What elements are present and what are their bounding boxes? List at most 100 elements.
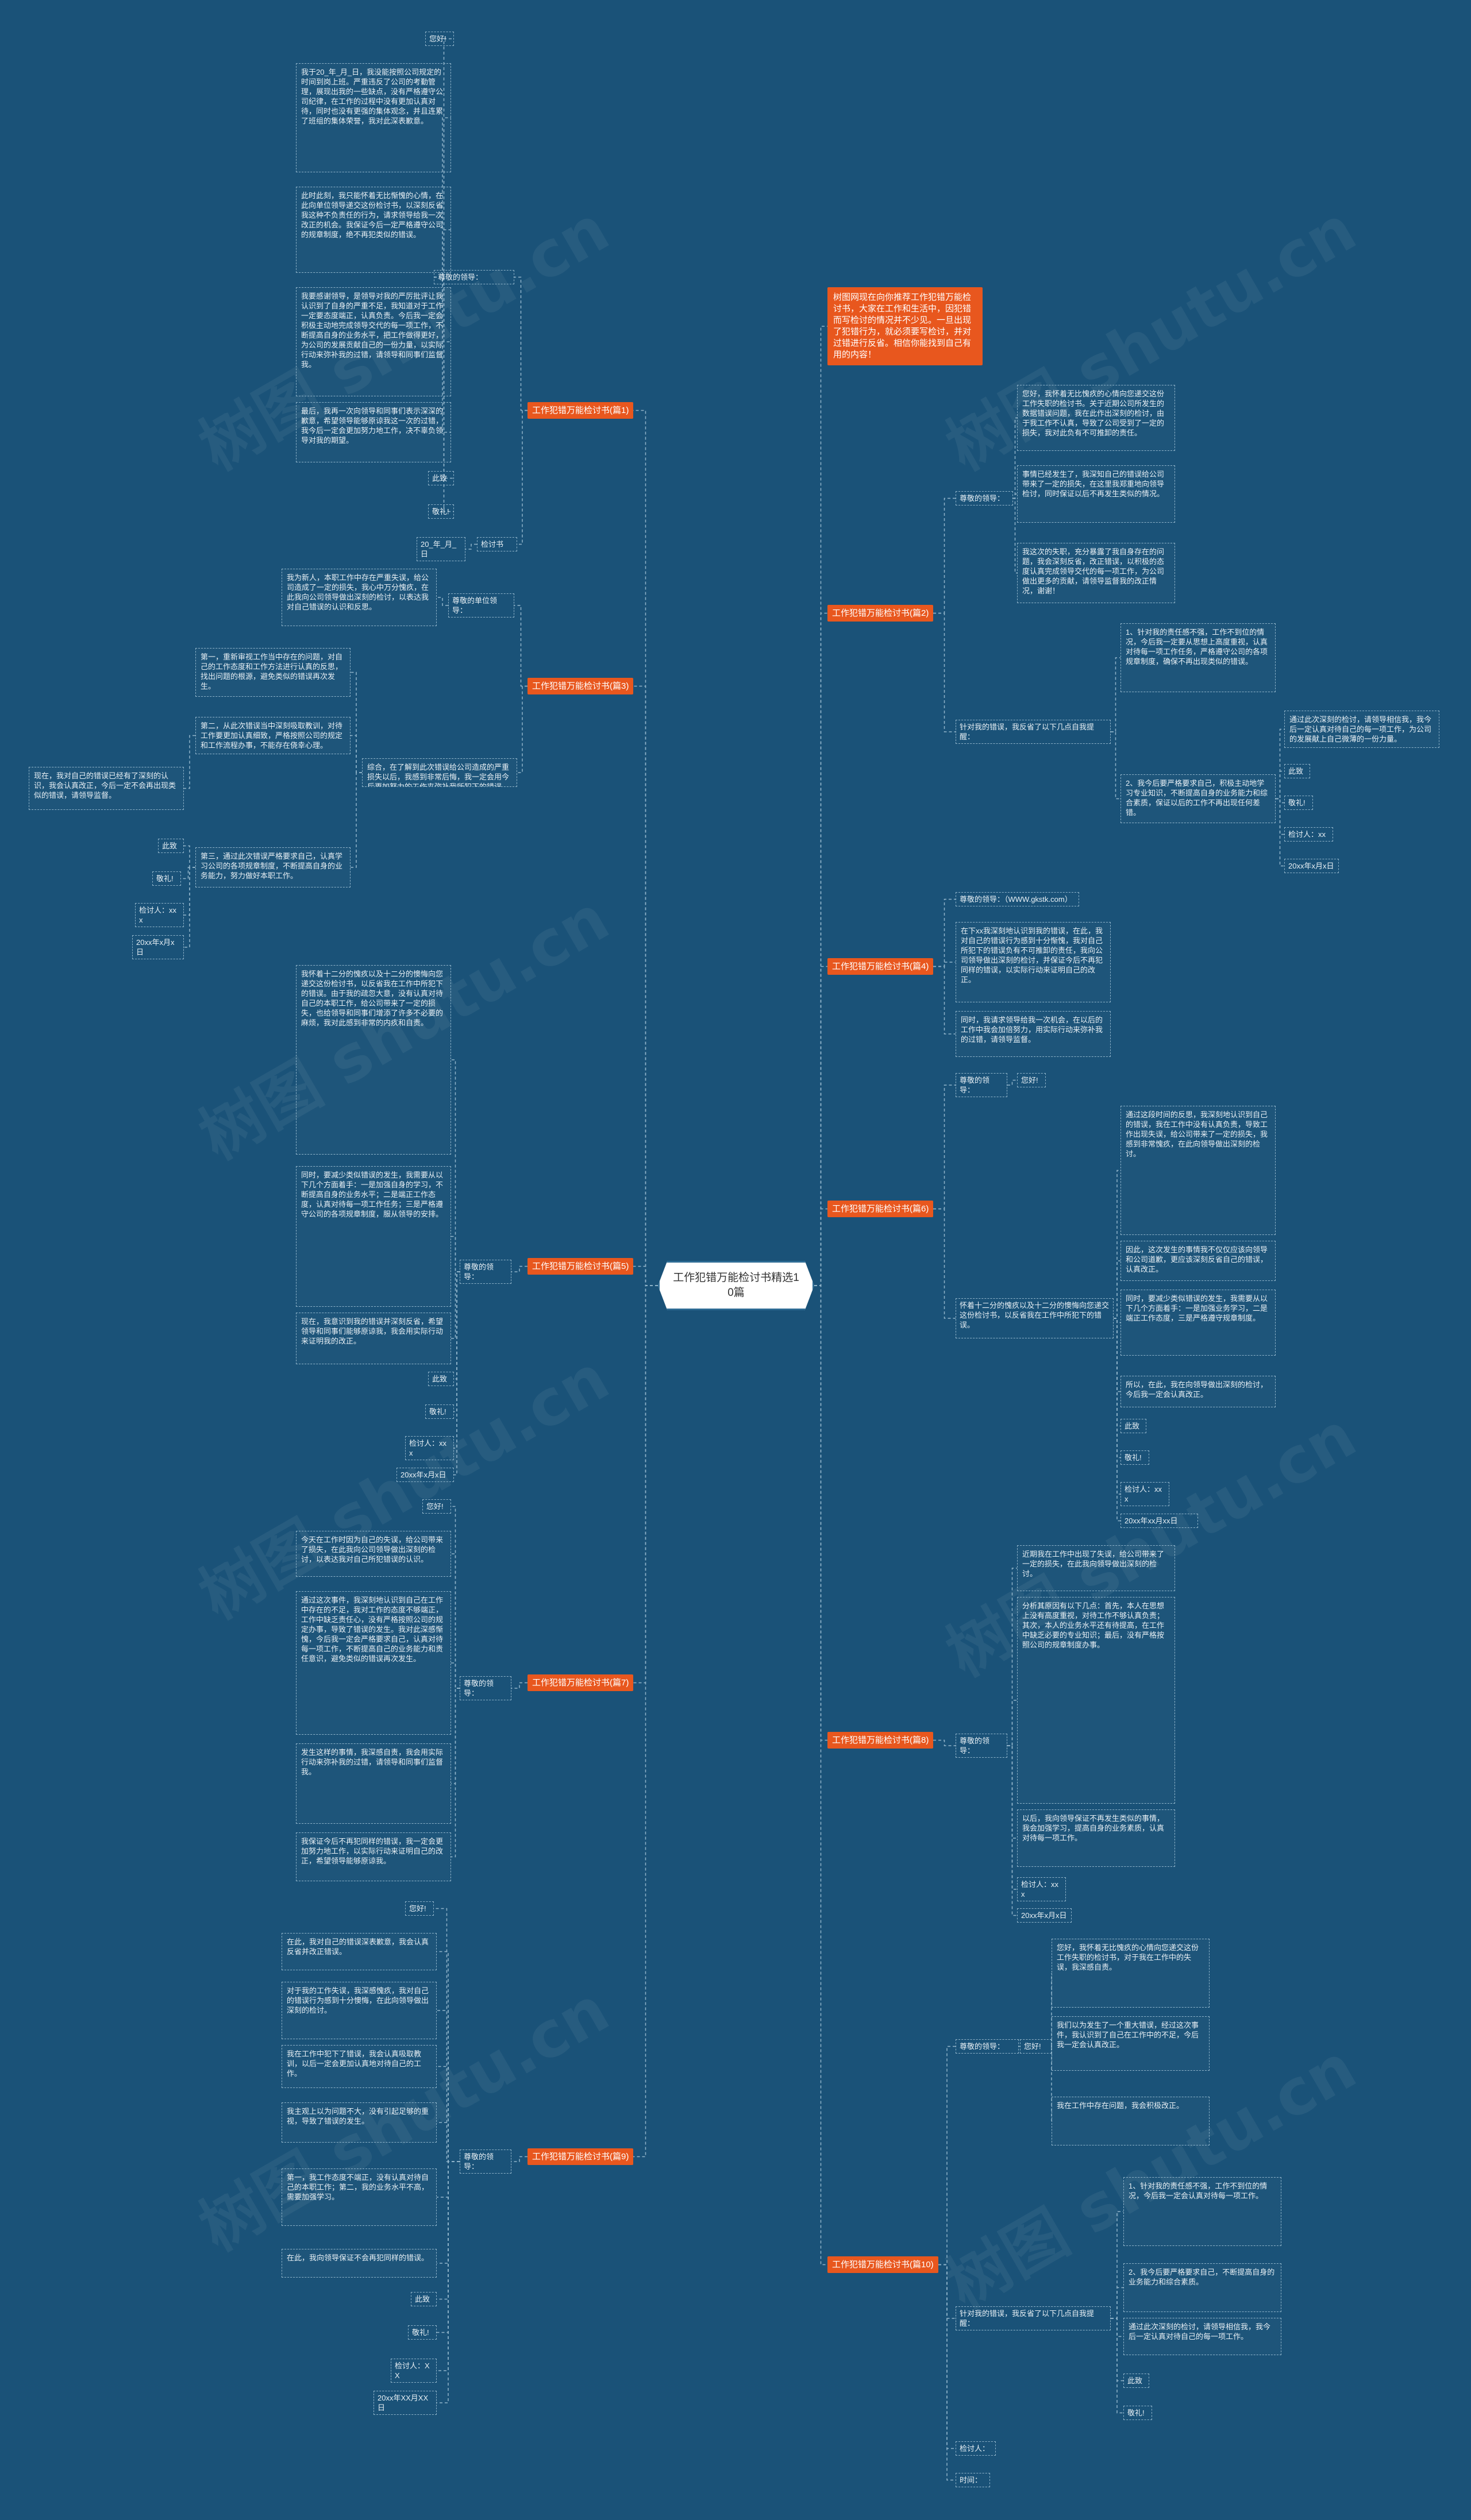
date[interactable]: 20xx年XX月XX日 <box>373 2391 437 2415</box>
label-dear-leader[interactable]: 尊敬的领导： <box>956 491 1013 505</box>
paragraph[interactable]: 第一，我工作态度不端正，没有认真对待自己的本职工作；第二，我的业务水平不高，需要… <box>282 2168 437 2226</box>
closing-sign[interactable]: 此致 <box>428 1372 454 1386</box>
intro-note[interactable]: 树图网现在向你推荐工作犯错万能检讨书，大家在工作和生活中，因犯错而写检讨的情况并… <box>827 287 983 365</box>
paragraph[interactable]: 我们以为发生了一个重大错误，经过这次事件，我认识到了自己在工作中的不足，今后我一… <box>1052 2016 1210 2071</box>
paragraph[interactable]: 发生这样的事情，我深感自责，我会用实际行动来弥补我的过错，请领导和同事们监督我。 <box>296 1743 451 1824</box>
greeting[interactable]: 您好! <box>425 32 454 46</box>
paragraph[interactable]: 通过这段时间的反思，我深刻地认识到自己的错误，我在工作中没有认真负责，导致工作出… <box>1120 1106 1276 1235</box>
paragraph[interactable]: 1、针对我的责任感不强，工作不到位的情况，今后我一定要从思想上高度重视，认真对待… <box>1120 623 1276 692</box>
greeting[interactable]: 您好! <box>405 1901 434 1916</box>
paragraph[interactable]: 综合，在了解到此次错误给公司造成的严重损失以后，我感到非常后悔，我一定会用今后更… <box>362 758 517 787</box>
branch-5[interactable]: 工作犯错万能检讨书(篇5) <box>527 1258 634 1275</box>
paragraph[interactable]: 此时此刻，我只能怀着无比惭愧的心情，在此向单位领导递交这份检讨书，以深刻反省我这… <box>296 187 451 273</box>
sub-topic[interactable]: 怀着十二分的愧疚以及十二分的懊悔向您递交这份检讨书，以反省我在工作中所犯下的错误… <box>956 1298 1114 1338</box>
paragraph[interactable]: 我怀着十二分的愧疚以及十二分的懊悔向您递交这份检讨书，以反省我在工作中所犯下的错… <box>296 965 451 1155</box>
branch-10[interactable]: 工作犯错万能检讨书(篇10) <box>827 2256 938 2273</box>
closing-sign[interactable]: 此致 <box>1120 1419 1146 1433</box>
paragraph[interactable]: 现在，我对自己的错误已经有了深刻的认识，我会认真改正，今后一定不会再出现类似的错… <box>29 767 184 810</box>
paragraph[interactable]: 2、我今后要严格要求自己，积极主动地学习专业知识，不断提高自身的业务能力和综合素… <box>1120 774 1276 823</box>
paragraph[interactable]: 在此，我向领导保证不会再犯同样的错误。 <box>282 2249 437 2278</box>
signer[interactable]: 检讨人： <box>956 2441 996 2456</box>
signer[interactable]: 检讨人：XX <box>391 2359 437 2383</box>
paragraph[interactable]: 您好，我怀着无比愧疚的心情向您递交这份工作失职的检讨书。关于近期公司所发生的数据… <box>1017 385 1175 451</box>
paragraph[interactable]: 我主观上以为问题不大，没有引起足够的重视，导致了错误的发生。 <box>282 2102 437 2143</box>
paragraph[interactable]: 我这次的失职，充分暴露了我自身存在的问题，我会深刻反省，改正错误，以积极的态度认… <box>1017 543 1175 603</box>
branch-4[interactable]: 工作犯错万能检讨书(篇4) <box>827 958 934 975</box>
label-dear-leader[interactable]: 尊敬的领导： <box>460 2149 511 2174</box>
closing-salute[interactable]: 敬礼! <box>152 871 181 886</box>
closing-sign[interactable]: 此致 <box>411 2292 437 2306</box>
label-dear-leader[interactable]: 尊敬的领导： <box>460 1676 511 1700</box>
paragraph[interactable]: 在下xx我深刻地认识到我的错误，在此，我对自己的错误行为感到十分惭愧，我对自己所… <box>956 922 1111 1002</box>
central-topic[interactable]: 工作犯错万能检讨书精选10篇 <box>658 1261 814 1310</box>
paragraph[interactable]: 在此，我对自己的错误深表歉意，我会认真反省并改正错误。 <box>282 1933 437 1970</box>
greeting[interactable]: 您好! <box>1017 1073 1046 1087</box>
date[interactable]: 20xx年x月x日 <box>1284 859 1339 873</box>
paragraph[interactable]: 我在工作中存在问题，我会积极改正。 <box>1052 2097 1210 2145</box>
label-dear-leader[interactable]: 尊敬的领导： <box>460 1260 511 1284</box>
reflection-heading[interactable]: 针对我的错误，我反省了以下几点自我提醒： <box>956 2306 1111 2330</box>
label-dear-unit-leader[interactable]: 尊敬的单位领导： <box>448 593 514 618</box>
paragraph[interactable]: 我要感谢领导，是领导对我的严厉批评让我认识到了自身的严重不足，我知道对于工作一定… <box>296 287 451 396</box>
paragraph[interactable]: 事情已经发生了，我深知自己的错误给公司带来了一定的损失，在这里我郑重地向领导检讨… <box>1017 465 1175 523</box>
paragraph[interactable]: 通过此次深刻的检讨，请领导相信我，我今后一定认真对待自己的每一项工作，为公司的发… <box>1284 711 1439 748</box>
date[interactable]: 时间： <box>956 2473 990 2487</box>
signer[interactable]: 检讨人：xxx <box>1120 1482 1169 1506</box>
paragraph[interactable]: 我在工作中犯下了错误，我会认真吸取教训，以后一定会更加认真地对待自己的工作。 <box>282 2045 437 2088</box>
paragraph[interactable]: 同时，我请求领导给我一次机会，在以后的工作中我会加倍努力，用实际行动来弥补我的过… <box>956 1011 1111 1057</box>
paragraph[interactable]: 同时，要减少类似错误的发生，我需要从以下几个方面着手：一是加强自身的学习，不断提… <box>296 1166 451 1307</box>
closing-sign[interactable]: 此致 <box>428 471 454 485</box>
signer[interactable]: 检讨人：xxx <box>135 903 184 927</box>
paragraph[interactable]: 所以，在此，我在向领导做出深刻的检讨，今后我一定会认真改正。 <box>1120 1376 1276 1407</box>
greeting[interactable]: 您好! <box>1020 2039 1052 2054</box>
closing-salute[interactable]: 敬礼! <box>425 1404 454 1419</box>
paragraph[interactable]: 我为新人，本职工作中存在严重失误，给公司造成了一定的损失，我心中万分愧疚，在此我… <box>282 569 437 626</box>
closing-sign[interactable]: 此致 <box>158 839 184 853</box>
date[interactable]: 20_年_月_日 <box>417 537 465 561</box>
date[interactable]: 20xx年x月x日 <box>396 1468 454 1482</box>
paragraph[interactable]: 通过此次深刻的检讨，请领导相信我，我今后一定认真对待自己的每一项工作。 <box>1123 2318 1281 2355</box>
paragraph[interactable]: 第二，从此次错误当中深刻吸取教训，对待工作要更加认真细致，严格按照公司的规定和工… <box>195 717 351 754</box>
paragraph[interactable]: 2、我今后要严格要求自己，不断提高自身的业务能力和综合素质。 <box>1123 2263 1281 2312</box>
label-dear-leader[interactable]: 尊敬的领导： <box>956 1073 1007 1097</box>
closing-sign[interactable]: 此致 <box>1123 2374 1149 2388</box>
paragraph[interactable]: 1、针对我的责任感不强，工作不到位的情况，今后我一定会认真对待每一项工作。 <box>1123 2177 1281 2246</box>
paragraph[interactable]: 对于我的工作失误，我深感愧疚，我对自己的错误行为感到十分懊悔，在此向领导做出深刻… <box>282 1982 437 2039</box>
date[interactable]: 20xx年xx月xx日 <box>1120 1514 1198 1528</box>
paragraph[interactable]: 您好，我怀着无比愧疚的心情向您递交这份工作失职的检讨书，对于我在工作中的失误，我… <box>1052 1939 1210 2008</box>
closing-salute[interactable]: 敬礼! <box>408 2325 437 2340</box>
branch-6[interactable]: 工作犯错万能检讨书(篇6) <box>827 1201 934 1217</box>
label-dear-leader[interactable]: 尊敬的领导： <box>956 2039 1019 2054</box>
paragraph[interactable]: 通过这次事件，我深刻地认识到自己在工作中存在的不足，我对工作的态度不够端正，工作… <box>296 1591 451 1735</box>
paragraph[interactable]: 因此，这次发生的事情我不仅仅应该向领导和公司道歉，更应该深刻反省自己的错误，认真… <box>1120 1241 1276 1281</box>
paragraph[interactable]: 现在，我意识到我的错误并深刻反省，希望领导和同事们能够原谅我，我会用实际行动来证… <box>296 1313 451 1364</box>
closing-salute[interactable]: 敬礼! <box>1120 1450 1149 1465</box>
signer[interactable]: 检讨人：xx <box>1284 827 1333 842</box>
paragraph[interactable]: 今天在工作时因为自己的失误，给公司带来了损失，在此我向公司领导做出深刻的检讨，以… <box>296 1531 451 1577</box>
paragraph[interactable]: 第三，通过此次错误严格要求自己，认真学习公司的各项规章制度，不断提高自身的业务能… <box>195 847 351 887</box>
closing-salute[interactable]: 敬礼! <box>428 504 454 519</box>
paragraph[interactable]: 以后，我向领导保证不再发生类似的事情，我会加强学习，提高自身的业务素质，认真对待… <box>1017 1809 1175 1867</box>
paragraph[interactable]: 近期我在工作中出现了失误，给公司带来了一定的损失，在此我向领导做出深刻的检讨。 <box>1017 1545 1175 1591</box>
branch-3[interactable]: 工作犯错万能检讨书(篇3) <box>527 678 634 694</box>
closing-salute[interactable]: 敬礼! <box>1123 2406 1152 2420</box>
closing-sign[interactable]: 此致 <box>1284 764 1310 778</box>
greeting[interactable]: 您好! <box>422 1499 451 1514</box>
branch-2[interactable]: 工作犯错万能检讨书(篇2) <box>827 605 934 622</box>
closing-salute[interactable]: 敬礼! <box>1284 796 1313 810</box>
paragraph[interactable]: 尊敬的领导：（WWW.gkstk.com） <box>956 892 1079 906</box>
reflection-heading[interactable]: 针对我的错误，我反省了以下几点自我提醒： <box>956 720 1111 744</box>
date[interactable]: 20xx年x月x日 <box>132 935 184 959</box>
branch-9[interactable]: 工作犯错万能检讨书(篇9) <box>527 2148 634 2165</box>
label-dear-leader[interactable]: 尊敬的领导： <box>956 1734 1007 1758</box>
label-review[interactable]: 检讨书 <box>477 537 517 551</box>
signer[interactable]: 检讨人：xxx <box>1017 1877 1066 1901</box>
paragraph[interactable]: 第一，重新审视工作当中存在的问题，对自己的工作态度和工作方法进行认真的反思，找出… <box>195 648 351 697</box>
label-dear-leader[interactable]: 尊敬的领导： <box>434 270 514 284</box>
branch-8[interactable]: 工作犯错万能检讨书(篇8) <box>827 1732 934 1749</box>
paragraph[interactable]: 我于20_年_月_日，我没能按照公司规定的时间到岗上班。严重违反了公司的考勤管理… <box>296 63 451 172</box>
paragraph[interactable]: 最后，我再一次向领导和同事们表示深深的歉意，希望领导能够原谅我这一次的过错，我今… <box>296 402 451 462</box>
date[interactable]: 20xx年x月x日 <box>1017 1908 1072 1923</box>
paragraph[interactable]: 我保证今后不再犯同样的错误，我一定会更加努力地工作，以实际行动来证明自己的改正，… <box>296 1832 451 1881</box>
paragraph[interactable]: 分析其原因有以下几点：首先，本人在思想上没有高度重视，对待工作不够认真负责；其次… <box>1017 1597 1175 1804</box>
